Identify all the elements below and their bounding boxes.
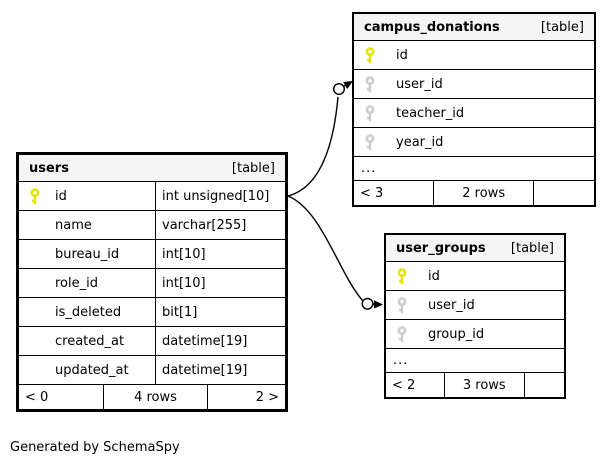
table-users[interactable]: users [table] id int unsigned[10] name v… — [16, 152, 288, 412]
column-name: id — [396, 47, 408, 63]
column-type: varchar[255] — [162, 217, 247, 233]
row-count: 4 rows — [104, 385, 208, 409]
column-type: int[10] — [162, 246, 206, 262]
child-count — [525, 373, 564, 397]
child-count: 2 > — [255, 389, 279, 405]
column-name: created_at — [55, 333, 125, 349]
table-row: is_deleted bit[1] — [19, 298, 285, 327]
table-type-tag: [table] — [510, 240, 554, 256]
ellipsis-row: ... — [354, 157, 594, 181]
table-row: group_id — [386, 320, 564, 349]
column-type: datetime[19] — [162, 362, 248, 378]
primary-key-icon — [29, 187, 55, 205]
foreign-key-icon — [364, 104, 396, 122]
column-name: year_id — [396, 134, 444, 150]
relationship-edge-users-campus_donations — [287, 81, 353, 197]
table-name[interactable]: user_groups — [396, 240, 486, 256]
table-header[interactable]: users [table] — [19, 155, 285, 182]
foreign-key-icon — [396, 296, 428, 314]
parent-count: < 0 — [19, 385, 105, 409]
column-name: role_id — [55, 275, 98, 291]
table-type-tag: [table] — [231, 160, 275, 176]
column-type: bit[1] — [162, 304, 198, 320]
table-row: created_at datetime[19] — [19, 327, 285, 356]
table-row: bureau_id int[10] — [19, 240, 285, 269]
foreign-key-icon — [364, 133, 396, 151]
column-type: int unsigned[10] — [162, 188, 270, 204]
table-row: id int unsigned[10] — [19, 182, 285, 211]
child-count — [534, 181, 594, 205]
table-row: teacher_id — [354, 99, 594, 128]
table-header[interactable]: user_groups [table] — [386, 235, 564, 262]
column-name: user_id — [428, 297, 475, 313]
foreign-key-icon — [364, 75, 396, 93]
column-name: name — [55, 217, 92, 233]
parent-count: < 3 — [354, 181, 435, 205]
table-row: updated_at datetime[19] — [19, 356, 285, 385]
column-name: id — [428, 268, 440, 284]
table-header[interactable]: campus_donations [table] — [354, 14, 594, 41]
table-type-tag: [table] — [540, 19, 584, 35]
column-name: is_deleted — [55, 304, 122, 320]
table-user_groups[interactable]: user_groups [table] id user_id group_id … — [384, 233, 566, 399]
table-campus_donations[interactable]: campus_donations [table] id user_id teac… — [352, 12, 596, 207]
table-row: name varchar[255] — [19, 211, 285, 240]
primary-key-icon — [364, 46, 396, 64]
column-type: datetime[19] — [162, 333, 248, 349]
relationship-edge-users-user_groups — [287, 195, 383, 310]
table-name[interactable]: users — [29, 160, 69, 176]
row-count: 3 rows — [445, 373, 525, 397]
parent-count: < 2 — [386, 373, 445, 397]
table-name[interactable]: campus_donations — [364, 19, 500, 35]
column-name: user_id — [396, 76, 443, 92]
row-count: 2 rows — [434, 181, 534, 205]
ellipsis-row: ... — [386, 349, 564, 373]
foreign-key-icon — [396, 325, 428, 343]
table-row: id — [354, 41, 594, 70]
column-name: bureau_id — [55, 246, 120, 262]
table-row: user_id — [386, 291, 564, 320]
table-row: role_id int[10] — [19, 269, 285, 298]
column-name: group_id — [428, 326, 485, 342]
generated-by-note: Generated by SchemaSpy — [10, 440, 180, 455]
table-footer: < 3 2 rows — [354, 181, 594, 205]
column-name: teacher_id — [396, 105, 465, 121]
column-type: int[10] — [162, 275, 206, 291]
table-row: year_id — [354, 128, 594, 157]
table-row: id — [386, 262, 564, 291]
column-name: updated_at — [55, 362, 129, 378]
primary-key-icon — [396, 267, 428, 285]
table-footer: < 0 4 rows 2 > — [19, 385, 285, 409]
table-footer: < 2 3 rows — [386, 373, 564, 397]
column-name: id — [55, 188, 67, 204]
table-row: user_id — [354, 70, 594, 99]
